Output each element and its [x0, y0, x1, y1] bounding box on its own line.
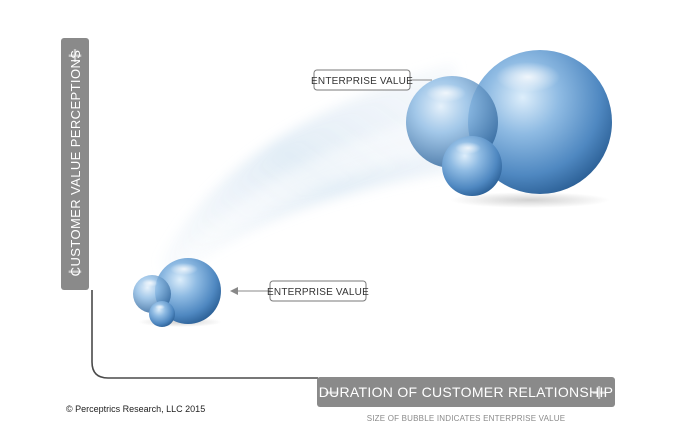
callout-small-label: ENTERPRISE VALUE — [267, 287, 369, 298]
large-bubble-shadow — [450, 192, 610, 208]
x-axis: − + DURATION OF CUSTOMER RELATIONSHIP — [317, 377, 615, 407]
large-bubble-highlight — [496, 62, 560, 92]
callout-small-box — [269, 280, 367, 302]
x-axis-label: DURATION OF CUSTOMER RELATIONSHIP — [319, 384, 614, 400]
callout-large-label: ENTERPRISE VALUE — [311, 76, 413, 87]
callout-large-box — [313, 69, 411, 91]
y-axis-plus-icon: + — [67, 43, 84, 67]
axis-corner-line — [91, 290, 318, 379]
motion-trail — [160, 62, 460, 282]
small-bubble-mid-highlight — [142, 279, 158, 287]
large-bubble-mid-highlight — [426, 84, 466, 102]
small-bubble-small-highlight — [155, 304, 165, 310]
callout-large-group: ENTERPRISE VALUE — [311, 69, 432, 91]
bubble-size-caption: SIZE OF BUBBLE INDICATES ENTERPRISE VALU… — [367, 414, 566, 423]
y-axis-label: CUSTOMER VALUE PERCEPTIONS — [68, 50, 83, 277]
copyright-text: © Perceptrics Research, LLC 2015 — [66, 404, 205, 414]
callout-small-group: ENTERPRISE VALUE — [230, 280, 369, 302]
x-axis-bar — [317, 377, 615, 407]
large-bubble-group — [406, 50, 612, 208]
y-axis-bar — [61, 38, 89, 290]
callout-small-arrow-icon — [230, 287, 238, 295]
small-bubble-group — [133, 258, 222, 327]
large-bubble-small-highlight — [455, 142, 481, 154]
x-axis-minus-icon: − — [324, 380, 341, 404]
y-axis-minus-icon: − — [67, 259, 84, 283]
x-axis-plus-icon: + — [591, 380, 608, 404]
small-bubble-highlight — [170, 263, 198, 275]
y-axis: + − CUSTOMER VALUE PERCEPTIONS — [61, 38, 89, 290]
